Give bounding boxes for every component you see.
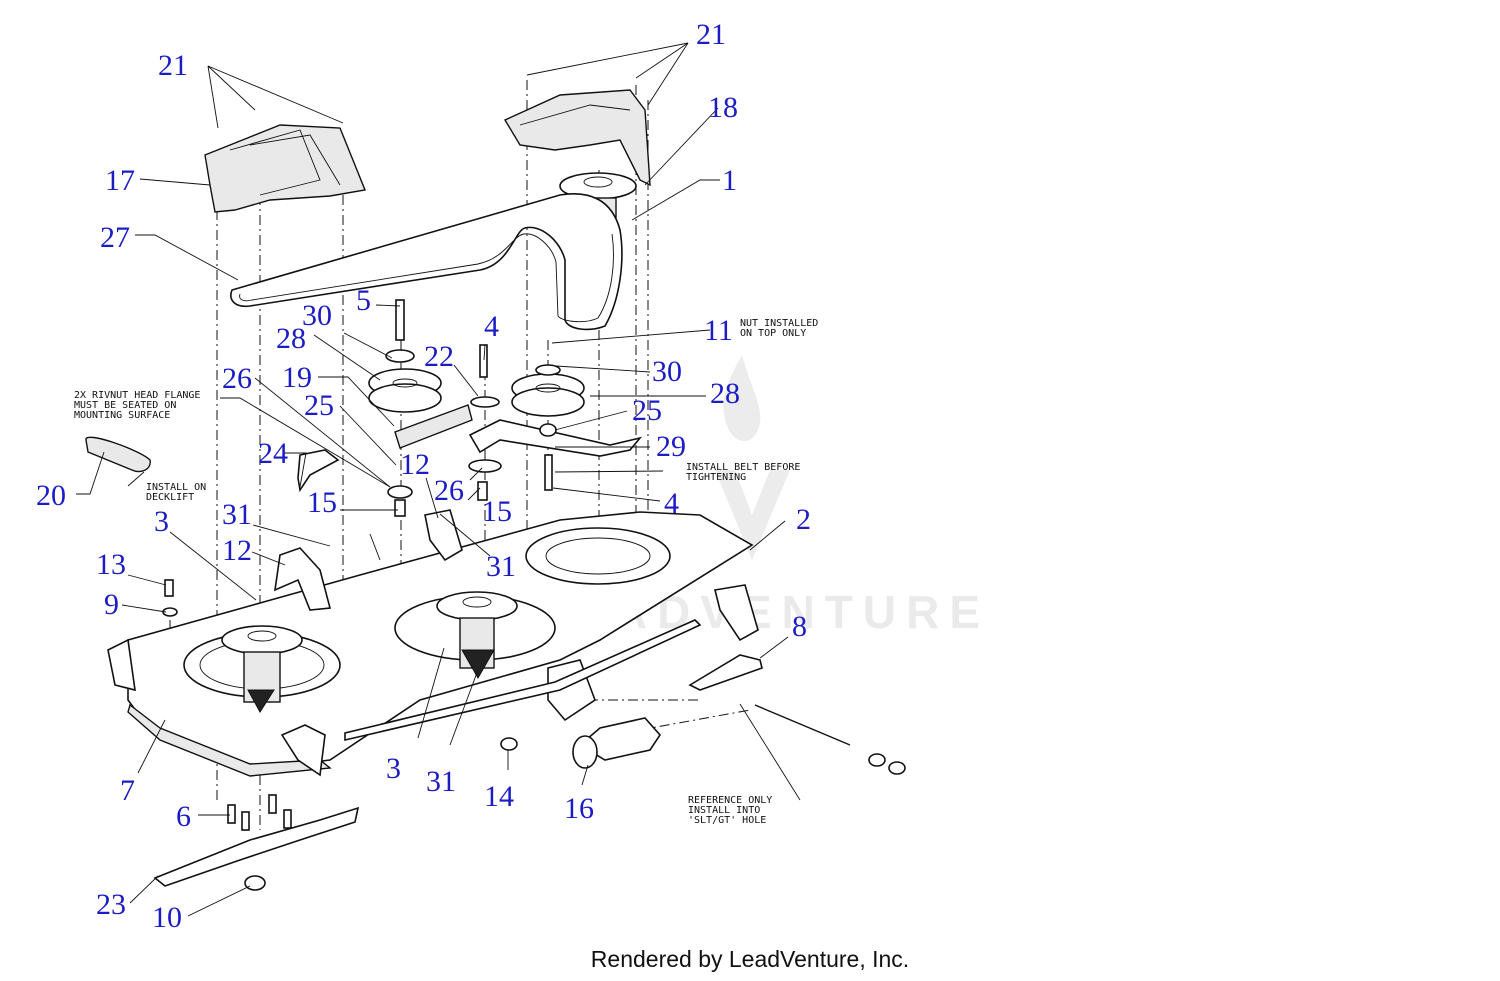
callout-1[interactable]: 1 <box>722 164 737 197</box>
left-belt-cover <box>204 124 366 213</box>
callout-20[interactable]: 20 <box>36 479 66 512</box>
note-rivnut-line-3: MOUNTING SURFACE <box>74 410 170 421</box>
note-reference-line-1: REFERENCE ONLY <box>688 795 772 806</box>
callout-4-top[interactable]: 4 <box>484 310 499 343</box>
callout-23[interactable]: 23 <box>96 888 126 921</box>
callout-30-left[interactable]: 30 <box>302 299 332 332</box>
callout-27[interactable]: 27 <box>100 221 130 254</box>
callout-18[interactable]: 18 <box>708 91 738 124</box>
callout-25-right[interactable]: 25 <box>632 394 662 427</box>
callout-10[interactable]: 10 <box>152 901 182 934</box>
callout-31-bottom[interactable]: 31 <box>426 765 456 798</box>
callout-3-bottom[interactable]: 3 <box>386 752 401 785</box>
callout-13[interactable]: 13 <box>96 548 126 581</box>
callout-25-left[interactable]: 25 <box>304 389 334 422</box>
callout-11[interactable]: 11 <box>704 314 733 347</box>
idler-spring <box>394 404 473 449</box>
callout-31-left[interactable]: 31 <box>222 498 252 531</box>
callout-numbers: 21 17 27 5 30 28 19 25 26 24 20 31 15 3 … <box>36 18 811 934</box>
callout-15-right[interactable]: 15 <box>482 495 512 528</box>
leader-lines <box>76 42 801 917</box>
note-decklift-line-2: DECKLIFT <box>146 492 194 503</box>
callout-26-right[interactable]: 26 <box>434 474 464 507</box>
callout-7[interactable]: 7 <box>120 774 135 807</box>
callout-15-left[interactable]: 15 <box>307 486 337 519</box>
deck-brackets <box>274 509 759 777</box>
note-rivnut-line-2: MUST BE SEATED ON <box>74 400 176 411</box>
callout-28-left[interactable]: 28 <box>276 322 306 355</box>
left-spindle-pulley <box>221 625 303 713</box>
callout-22[interactable]: 22 <box>424 340 454 373</box>
callout-31-right[interactable]: 31 <box>486 550 516 583</box>
callout-14[interactable]: 14 <box>484 780 514 813</box>
callout-17[interactable]: 17 <box>105 164 135 197</box>
callout-21-right[interactable]: 21 <box>696 18 726 51</box>
callout-12-right[interactable]: 12 <box>400 448 430 481</box>
callout-5[interactable]: 5 <box>356 284 371 317</box>
callout-26-left[interactable]: 26 <box>222 362 252 395</box>
note-nut-line-2: ON TOP ONLY <box>740 328 806 339</box>
mower-blade <box>153 806 360 887</box>
capacitor-housing <box>572 717 662 769</box>
hardware-parts <box>162 299 906 891</box>
callout-19[interactable]: 19 <box>282 361 312 394</box>
note-belt-line-1: INSTALL BELT BEFORE <box>686 462 800 473</box>
callout-12-left[interactable]: 12 <box>222 534 252 567</box>
callout-6[interactable]: 6 <box>176 800 191 833</box>
callout-9[interactable]: 9 <box>104 588 119 621</box>
deck-lift-spring <box>85 436 151 473</box>
drive-belt <box>230 193 623 331</box>
callout-16[interactable]: 16 <box>564 792 594 825</box>
installation-notes: 2X RIVNUT HEAD FLANGE MUST BE SEATED ON … <box>74 318 818 826</box>
callout-8[interactable]: 8 <box>792 610 807 643</box>
center-spindle-pulley <box>436 591 518 680</box>
callout-29[interactable]: 29 <box>656 430 686 463</box>
footer-credit: Rendered by LeadVenture, Inc. <box>590 946 910 972</box>
note-decklift-line-1: INSTALL ON <box>146 482 206 493</box>
note-rivnut-line-1: 2X RIVNUT HEAD FLANGE <box>74 390 200 401</box>
note-belt-line-2: TIGHTENING <box>686 472 746 483</box>
note-reference-line-2: INSTALL INTO <box>688 805 760 816</box>
callout-24[interactable]: 24 <box>258 437 288 470</box>
note-nut-line-1: NUT INSTALLED <box>740 318 818 329</box>
callout-28-right[interactable]: 28 <box>710 377 740 410</box>
note-reference-line-3: 'SLT/GT' HOLE <box>688 815 766 826</box>
right-belt-cover <box>503 89 651 187</box>
deck-front-rail <box>344 619 851 746</box>
right-idler-pulley <box>511 373 585 417</box>
callout-30-right[interactable]: 30 <box>652 355 682 388</box>
callout-21-left[interactable]: 21 <box>158 49 188 82</box>
callout-2[interactable]: 2 <box>796 503 811 536</box>
left-idler-pulley <box>368 368 442 413</box>
callout-3-left[interactable]: 3 <box>154 505 169 538</box>
callout-4-bottom[interactable]: 4 <box>664 487 679 520</box>
